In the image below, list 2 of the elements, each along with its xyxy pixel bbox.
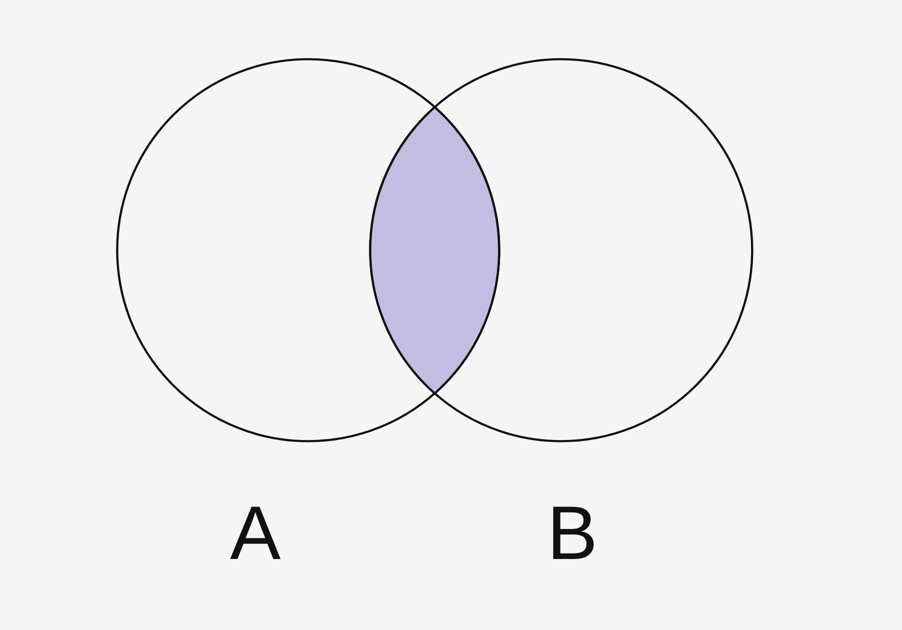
set-label: B <box>546 496 598 572</box>
set-label: A <box>230 496 281 572</box>
